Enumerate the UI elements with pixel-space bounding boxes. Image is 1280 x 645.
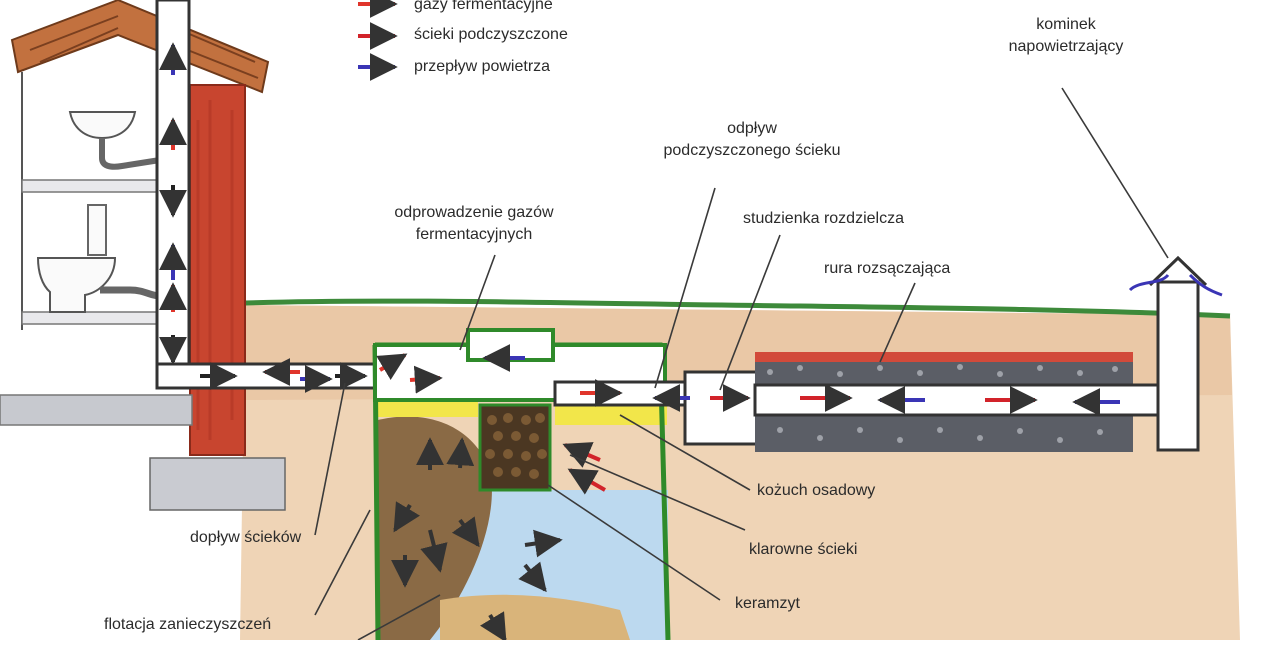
floor-lower	[21, 311, 158, 325]
distribution-box	[683, 370, 759, 446]
tank-riser	[466, 328, 555, 362]
label-rura: rura rozsączająca	[824, 260, 951, 277]
legend-label-gases: gazy fermentacyjne	[414, 0, 553, 13]
vent-airflow	[1128, 273, 1223, 297]
legend-label-air: przepływ powietrza	[414, 58, 551, 75]
gravel-dots	[767, 364, 1118, 443]
house	[10, 0, 270, 330]
grass-line	[244, 298, 1231, 319]
label-odplyw-line1: odpływ	[727, 120, 777, 137]
toilet-pipe	[100, 286, 161, 300]
aeration-vent-pipe	[1156, 280, 1200, 452]
floor-slab	[0, 394, 193, 426]
label-keramzyt: keramzyt	[735, 595, 800, 612]
foundation-block	[149, 457, 286, 511]
sink-drain-pipe	[99, 138, 161, 170]
label-doplyw: dopływ ścieków	[190, 529, 302, 546]
roof-tiles	[29, 15, 259, 79]
toilet-bowl	[36, 257, 117, 313]
leader-lines	[314, 87, 1169, 641]
drain-field-cover	[755, 352, 1133, 362]
label-kozuch: kożuch osadowy	[757, 482, 876, 499]
label-odprowadzenie-line2: fermentacyjnych	[415, 225, 533, 243]
label-klarowne: klarowne ścieki	[749, 541, 858, 558]
tank-scum-layer-right	[555, 405, 667, 425]
label-kominek-line2: napowietrzający	[1008, 37, 1124, 55]
legend-arrows	[358, 0, 398, 81]
label-odplyw: odpływ podczyszczonego ścieku	[664, 118, 841, 161]
toilet-tank	[87, 204, 107, 256]
floor-upper	[21, 179, 158, 193]
vent-cap	[1148, 255, 1208, 287]
outflow-pipe	[553, 380, 692, 407]
pipe-flow-arrows	[200, 344, 1120, 416]
legend-label-sewage: ścieki podczyszczone	[414, 26, 568, 43]
label-kominek: kominek napowietrzający	[1009, 14, 1124, 57]
label-odprowadzenie-line1: odprowadzenie gazów	[394, 204, 554, 221]
keramzyt-pellets	[485, 413, 547, 479]
label-studzienka: studzienka rozdzielcza	[743, 210, 904, 227]
label-odprowadzenie: odprowadzenie gazów fermentacyjnych	[394, 202, 553, 245]
roof	[10, 0, 270, 94]
label-flotacja: flotacja zanieczyszczeń	[104, 616, 272, 633]
label-odplyw-line2: podczyszczonego ścieku	[663, 141, 841, 159]
tank-flow-arrows	[391, 437, 606, 643]
sink	[68, 111, 137, 140]
label-kominek-line1: kominek	[1036, 16, 1096, 33]
